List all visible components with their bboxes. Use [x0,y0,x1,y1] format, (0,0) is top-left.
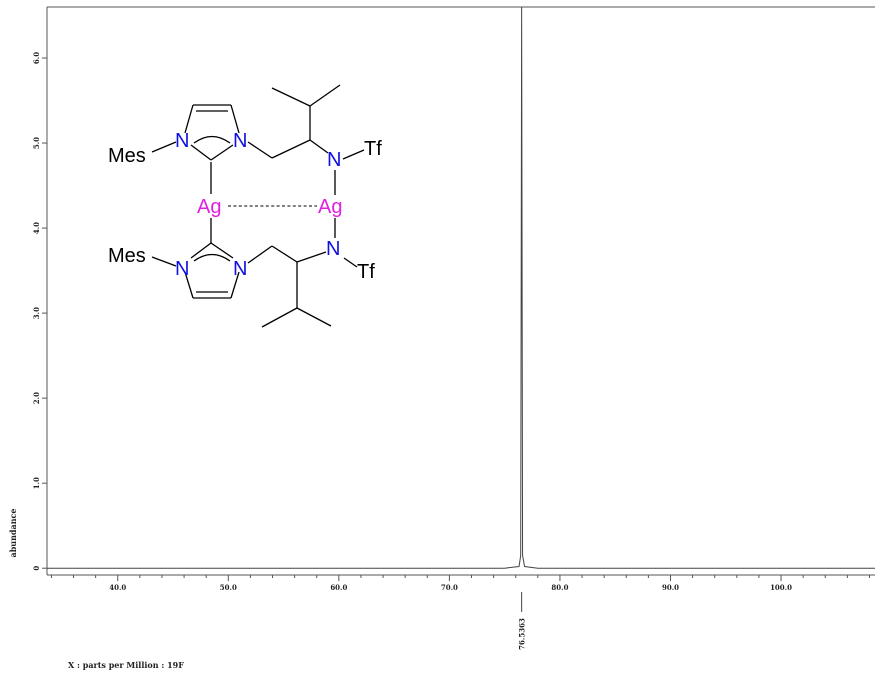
x-tick-label-4: 80.0 [551,583,568,592]
x-axis-title: X : parts per Million : 19F [68,660,184,670]
upper-n3-label: N [233,130,247,152]
x-tick-label-2: 60.0 [330,583,347,592]
upper-imidazole-ring [184,104,240,161]
x-tick-label-0: 40.0 [109,583,126,592]
mes-n-bond-lower [151,256,177,267]
y-tick-label-4: 4.0 [32,222,41,234]
y-axis-ticks: 0 1.0 2.0 3.0 4.0 5.0 6.0 [32,52,47,571]
x-tick-label-1: 50.0 [220,583,237,592]
upper-amide-n-label: N [327,149,341,171]
lower-n-ch2-bond [247,245,273,264]
x-tick-label-5: 90.0 [662,583,679,592]
x-axis-ticks: 40.0 50.0 60.0 70.0 80.0 90.0 100.0 [50,575,870,592]
peak-label-0: 76.5363 [518,618,527,650]
x-tick-label-6: 100.0 [770,583,792,592]
upper-n1-label: N [175,130,189,152]
ag-left-label: Ag [197,196,221,218]
mes-n-bond-upper [151,141,177,153]
mes-label-upper: Mes [108,145,146,167]
peak-labels: 76.5363 [518,592,527,650]
y-tick-label-6: 6.0 [32,52,41,64]
lower-amide-n-label: N [326,238,340,260]
y-tick-label-3: 3.0 [32,307,41,319]
upper-tf-label: Tf [364,138,382,160]
ag-right-label: Ag [318,196,342,218]
molecular-structure: Mes N N N Tf Ag Ag N Tf Mes N N [108,84,382,328]
upper-n-ch2-bond [247,141,273,159]
y-tick-label-0: 0 [32,566,41,571]
y-tick-label-5: 5.0 [32,137,41,149]
lower-imidazole-ring [184,242,240,299]
x-tick-label-3: 70.0 [441,583,458,592]
lower-tf-label: Tf [357,261,375,283]
y-axis-title: abundance [8,509,18,558]
mes-label-lower: Mes [108,245,146,267]
y-tick-label-2: 2.0 [32,392,41,404]
lower-n1-label: N [175,258,189,280]
y-tick-label-1: 1.0 [32,477,41,489]
spectrum-series-line [47,6,875,569]
lower-n3-label: N [233,258,247,280]
